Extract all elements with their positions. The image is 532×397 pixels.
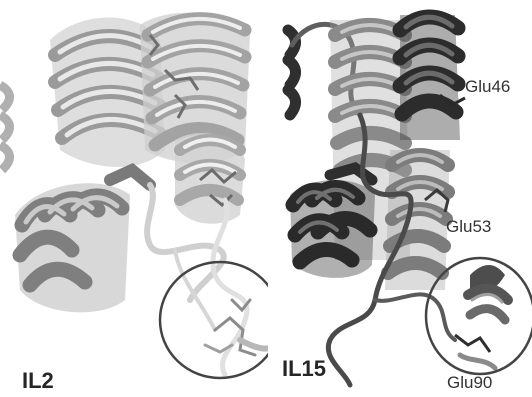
il2-panel-label: IL2 (22, 370, 54, 392)
il15-glu53-helix (385, 150, 450, 290)
il15-glu46-helix (400, 15, 465, 140)
il2-lower-left-helix (15, 170, 150, 312)
il2-edge-helix (0, 85, 10, 170)
il15-panel-label: IL15 (282, 358, 326, 380)
il15-loop-branch (375, 294, 455, 340)
glu53-residue-label: Glu53 (446, 218, 491, 235)
il15-structure (288, 15, 532, 385)
glu46-residue-label: Glu46 (465, 78, 510, 95)
il15-glu90-helix (455, 265, 508, 368)
glu90-residue-label: Glu90 (447, 374, 492, 391)
il2-structure (0, 13, 280, 378)
il2-mid-helix (175, 133, 245, 224)
